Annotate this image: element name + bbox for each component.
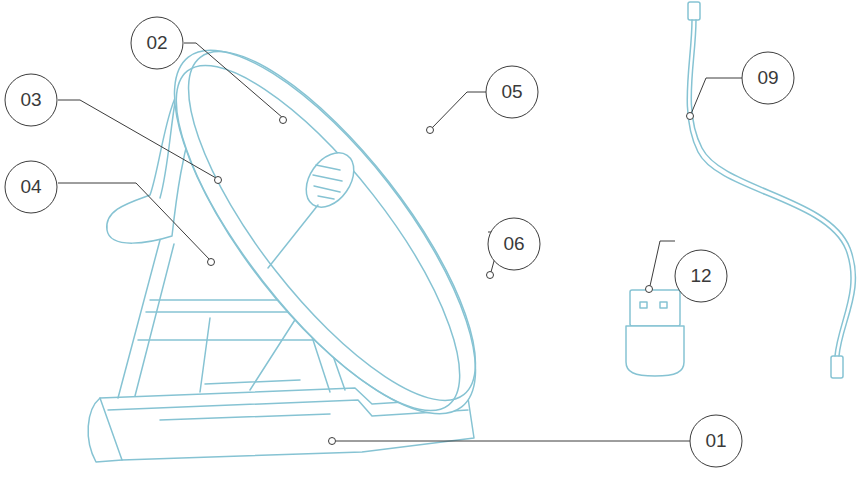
callout-circle: 02 [130, 16, 184, 70]
usb-body [626, 326, 684, 376]
callout-circle: 05 [485, 65, 539, 119]
cable-connector [688, 2, 700, 20]
leader-line [58, 183, 210, 260]
callout-circle: 06 [487, 217, 541, 271]
stand-foot [88, 398, 122, 462]
leader-line [650, 241, 675, 286]
leader-dot [646, 286, 653, 293]
scroll-wheel-grip [313, 165, 342, 199]
leader-line [336, 441, 690, 442]
callout-number: 09 [757, 67, 778, 89]
callout-number: 05 [501, 81, 522, 103]
leader-dot [280, 117, 287, 124]
scroll-wheel [296, 144, 363, 216]
callout-number: 02 [146, 32, 167, 54]
callout-circle: 03 [4, 73, 58, 127]
leader-line [58, 100, 216, 178]
callout-number: 12 [690, 265, 711, 287]
callout-number: 01 [705, 430, 726, 452]
button-seam [268, 205, 318, 268]
callout-number: 03 [20, 89, 41, 111]
usb-plug [630, 290, 680, 326]
leader-dot [329, 438, 336, 445]
leader-dot [687, 113, 694, 120]
callout-circle: 04 [4, 160, 58, 214]
cable [687, 20, 851, 356]
callout-circle: 01 [689, 414, 743, 468]
leader-line [691, 78, 742, 114]
callout-circle: 09 [741, 51, 795, 105]
leader-line [184, 43, 283, 118]
callout-number: 04 [20, 176, 41, 198]
callout-circle: 12 [674, 249, 728, 303]
leader-dot [208, 259, 215, 266]
stand-leg [118, 240, 174, 398]
leader-dot [487, 272, 494, 279]
stand-strut [200, 312, 300, 392]
cable [691, 20, 855, 356]
stand-ridge [160, 380, 330, 420]
leader-dot [427, 127, 434, 134]
leader-dot [215, 177, 222, 184]
callout-number: 06 [503, 233, 524, 255]
usb-hole [640, 302, 647, 308]
usb-hole [660, 302, 667, 308]
cable-connector [831, 356, 843, 378]
mouse-shell [125, 8, 524, 456]
mouse-shell-top [144, 13, 521, 439]
leader-line [432, 92, 486, 128]
